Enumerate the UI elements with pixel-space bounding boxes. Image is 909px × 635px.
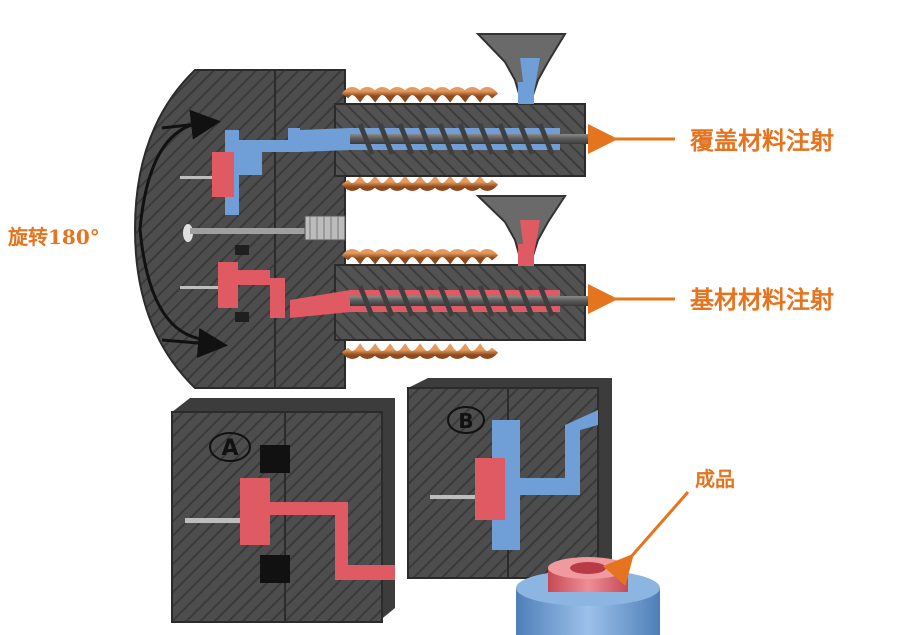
- product-label: 成品: [695, 467, 735, 491]
- center-shaft: [190, 215, 346, 241]
- substrate-injection-unit: [218, 195, 605, 359]
- overmold-injection-label: 覆盖材料注射: [690, 126, 834, 155]
- mold-block-b: B: [407, 378, 612, 579]
- cavity-a-label: A: [221, 436, 238, 461]
- upper-heater-coils: [341, 87, 499, 191]
- rotation-arrow: [138, 109, 228, 358]
- product-arrow: [602, 491, 690, 586]
- substrate-injection-label: 基材材料注射: [690, 285, 834, 314]
- overmold-injection-unit: [212, 33, 605, 215]
- cavity-b-label: B: [458, 409, 473, 433]
- rotate-label: 旋转180°: [7, 225, 100, 249]
- mold-block-a: A: [171, 398, 395, 623]
- lower-heater-coils: [341, 249, 499, 359]
